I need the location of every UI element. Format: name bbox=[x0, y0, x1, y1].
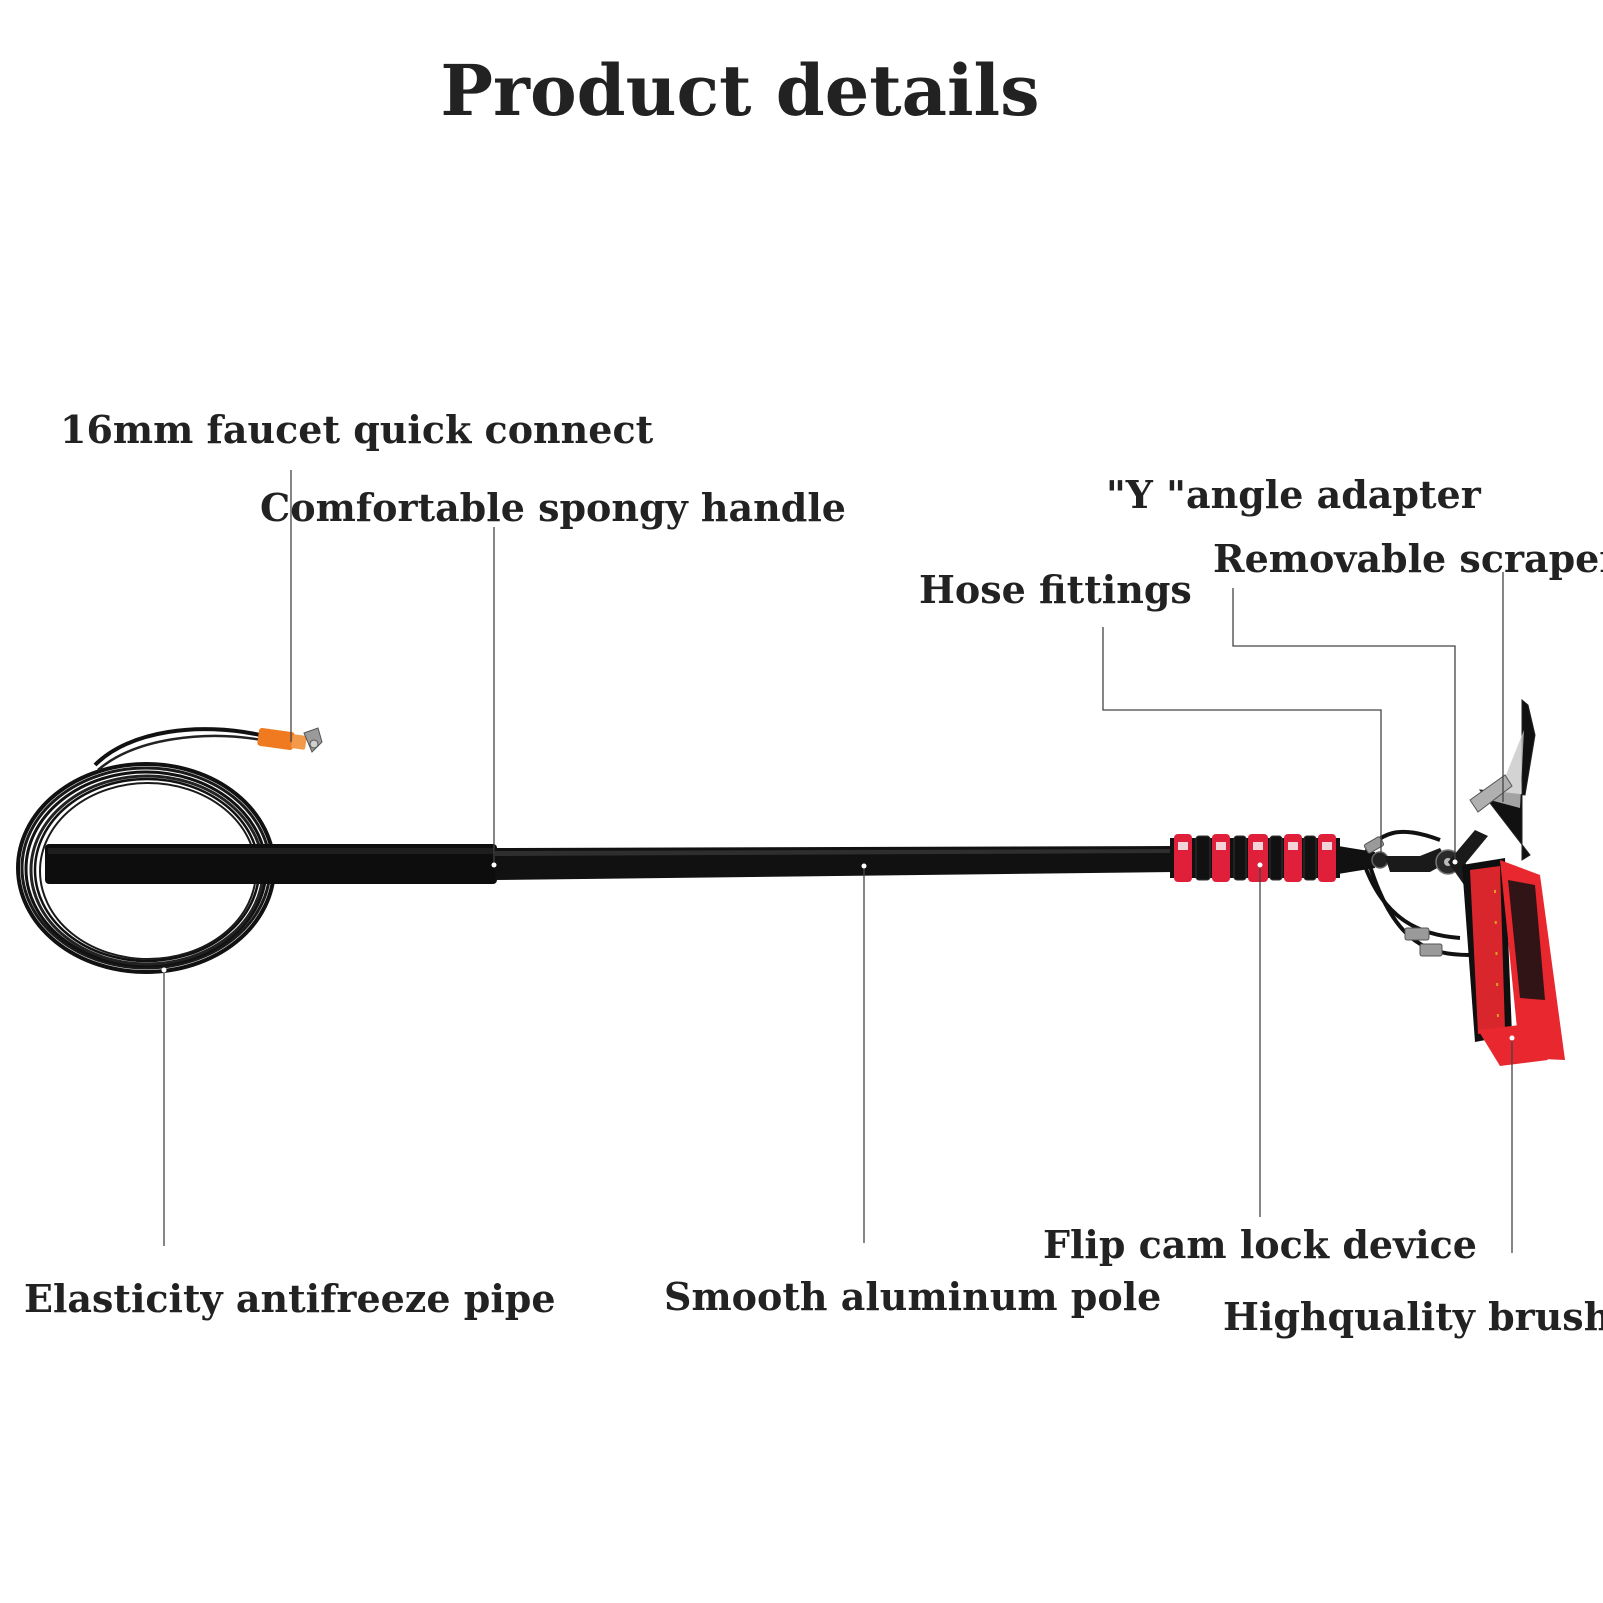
label-y-adapter: "Y "angle adapter bbox=[1106, 472, 1482, 517]
product-illustration bbox=[16, 698, 1565, 1066]
label-cam-lock: Flip cam lock device bbox=[1043, 1222, 1477, 1267]
scraper-icon bbox=[1469, 698, 1536, 861]
leader-y-adapter bbox=[1232, 588, 1456, 862]
faucet-connector-icon bbox=[257, 727, 323, 753]
label-pipe: Elasticity antifreeze pipe bbox=[24, 1276, 556, 1321]
label-faucet: 16mm faucet quick connect bbox=[60, 407, 654, 452]
brush-head-icon bbox=[1462, 858, 1565, 1066]
leader-lines bbox=[161, 470, 1515, 1253]
y-adapter-icon bbox=[1338, 846, 1461, 875]
label-brush: Highquality brush bbox=[1223, 1294, 1603, 1339]
label-pole: Smooth aluminum pole bbox=[664, 1274, 1161, 1319]
page-title: Product details bbox=[440, 49, 1039, 132]
flip-cam-lock-icon bbox=[1170, 834, 1340, 882]
label-hose: Hose fittings bbox=[919, 567, 1192, 612]
hose-fittings-icon bbox=[1358, 829, 1471, 957]
label-handle: Comfortable spongy handle bbox=[260, 485, 846, 530]
leader-hose-fittings bbox=[1102, 627, 1382, 853]
label-scraper: Removable scraper bbox=[1213, 536, 1603, 581]
